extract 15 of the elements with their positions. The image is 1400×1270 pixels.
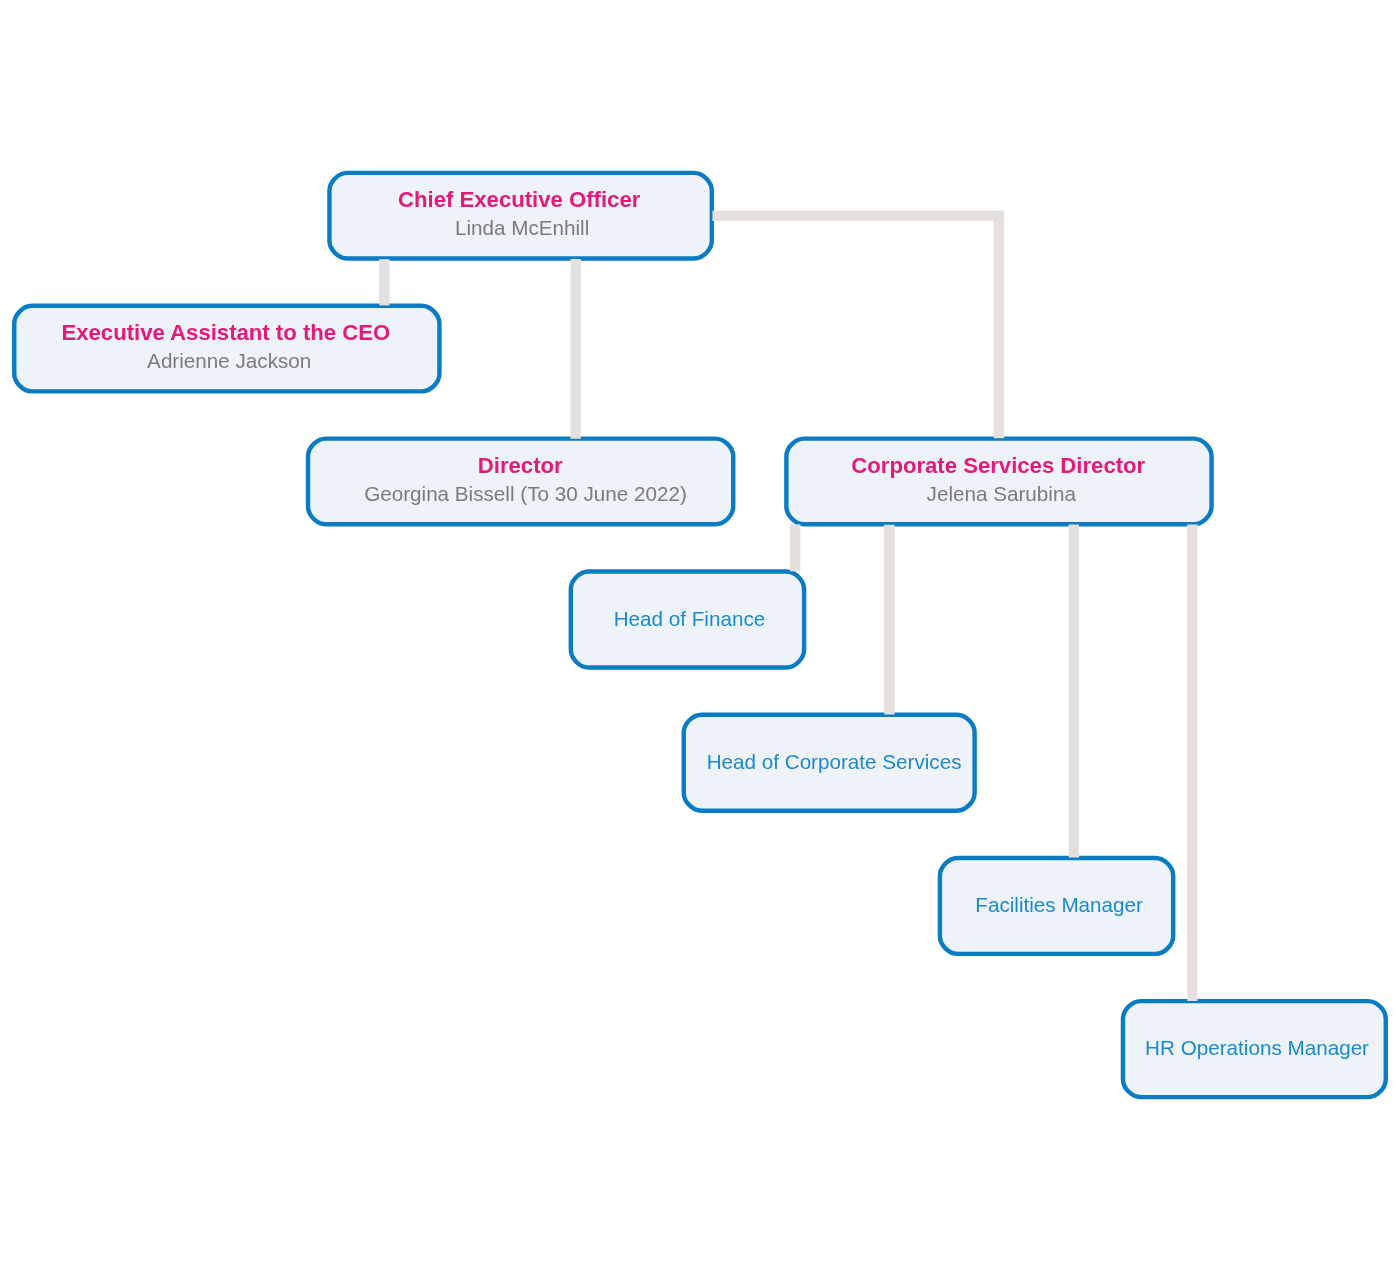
node-box: Head of Finance bbox=[568, 569, 807, 670]
connector bbox=[790, 524, 801, 572]
node-box: Chief Executive Officer Linda McEnhill bbox=[327, 170, 715, 261]
node-box: Director Georgina Bissell (To 30 June 2022) bbox=[305, 436, 736, 527]
node-box: HR Operations Manager bbox=[1120, 998, 1388, 1100]
connector bbox=[884, 524, 895, 715]
connector bbox=[570, 259, 581, 439]
connector bbox=[379, 259, 390, 306]
node-box: Head of Corporate Services bbox=[681, 712, 977, 813]
node-box: Executive Assistant to the CEO Adrienne Jackson bbox=[12, 303, 442, 394]
connector bbox=[1068, 524, 1080, 858]
connector bbox=[712, 210, 1005, 439]
node-box: Facilities Manager bbox=[937, 855, 1176, 957]
connector bbox=[1187, 524, 1198, 1001]
node-box: Corporate Services Director Jelena Sarubina bbox=[784, 436, 1214, 527]
